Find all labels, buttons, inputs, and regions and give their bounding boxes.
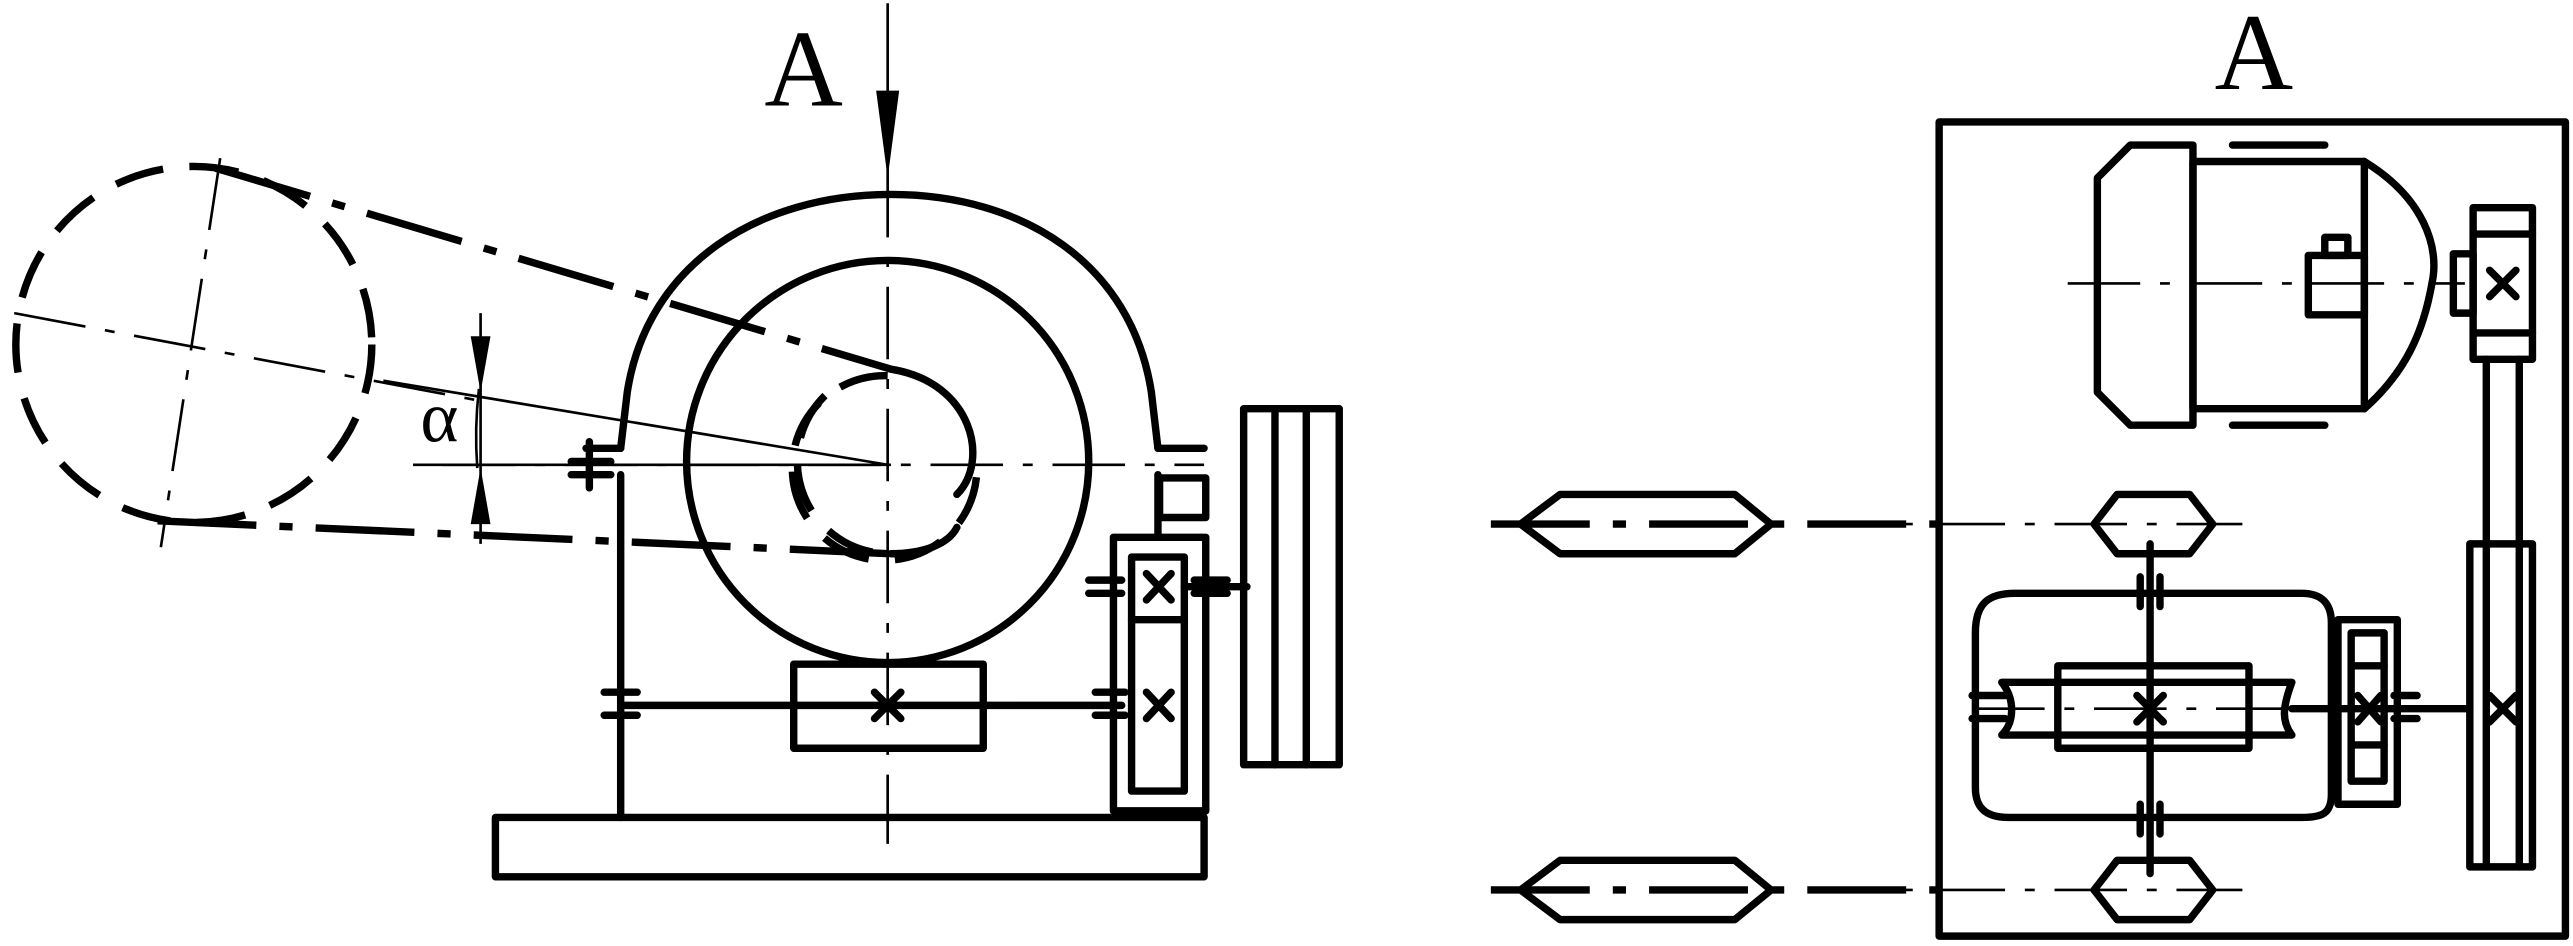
view-a-frame (1935, 118, 2570, 940)
output-drum (1239, 405, 1343, 769)
electric-motor (2067, 141, 2477, 429)
small-gear-stage (2334, 615, 2421, 808)
view-letter-left: A (764, 8, 843, 129)
bearings (2136, 573, 2164, 838)
driven-pulley (2466, 540, 2537, 871)
remote-wheel-top (1490, 490, 1940, 558)
motor-pulley-hidden (12, 158, 488, 548)
belt-strands (2482, 355, 2523, 548)
base-plate (491, 813, 1208, 881)
spur-gear-stage (1085, 470, 1251, 815)
front-view: A α (12, 3, 1343, 881)
view-a: A (1810, 0, 2570, 940)
bearing-flange-left (567, 437, 641, 822)
remote-wheels (1490, 490, 1940, 924)
angle-label: α (420, 377, 458, 458)
view-letter-right: A (2215, 0, 2294, 113)
motor-pulley (2469, 203, 2537, 363)
driven-pulley-hidden (788, 372, 981, 565)
view-arrow (876, 3, 900, 178)
worm-shaft (616, 660, 1129, 752)
remote-wheel-bottom (1490, 856, 1940, 924)
belt (157, 164, 977, 558)
